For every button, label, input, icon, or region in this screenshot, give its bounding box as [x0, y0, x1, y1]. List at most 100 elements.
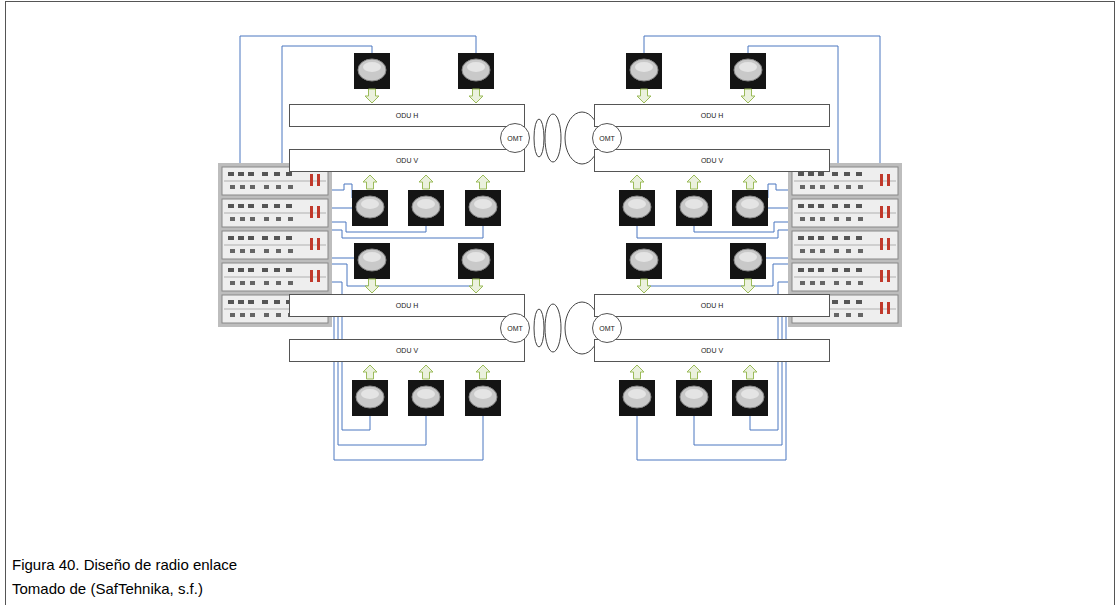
unit-port [858, 313, 863, 317]
unit-port [818, 268, 824, 272]
unit-port [286, 172, 292, 176]
device-icon [458, 243, 494, 279]
signal-arrow [630, 365, 644, 379]
unit-port [810, 281, 815, 285]
antenna-dish [545, 304, 561, 352]
signal-arrow [741, 279, 755, 293]
icon-frame [465, 380, 501, 416]
cable-wire [332, 226, 483, 238]
signal-arrow [419, 365, 433, 379]
unit-port [230, 185, 235, 189]
unit-led [310, 238, 313, 250]
icon-frame [408, 380, 444, 416]
device-icon [354, 53, 390, 89]
icon-highlight [628, 199, 646, 209]
icon-unit [736, 196, 764, 218]
device-icon [676, 380, 712, 416]
unit-port [286, 236, 292, 240]
cable-wire [768, 208, 788, 209]
unit-port [276, 249, 281, 253]
unit-port [286, 268, 292, 272]
device-icon [732, 190, 768, 226]
odu-label: ODU V [701, 157, 723, 164]
unit-port [820, 249, 825, 253]
unit-port [240, 217, 245, 221]
cable-wire [644, 36, 880, 163]
icon-unit [680, 386, 708, 408]
icon-highlight [635, 252, 653, 262]
unit-port [238, 236, 244, 240]
icon-highlight [474, 389, 492, 399]
unit-port [800, 217, 805, 221]
unit-port [250, 313, 255, 317]
device-icon [354, 243, 390, 279]
unit-led [310, 270, 313, 282]
unit-port [844, 172, 850, 176]
odu-box: ODU H [594, 104, 830, 127]
unit-front [222, 199, 328, 227]
unit-port [798, 236, 804, 240]
unit-port [810, 185, 815, 189]
icon-highlight [467, 252, 485, 262]
unit-port [832, 172, 838, 176]
unit-port [846, 185, 851, 189]
unit-front [792, 231, 898, 259]
icon-frame [619, 190, 655, 226]
icon-frame [730, 243, 766, 279]
icon-frame [676, 190, 712, 226]
unit-port [808, 268, 814, 272]
unit-port [834, 249, 839, 253]
device-icon [408, 190, 444, 226]
cable-wire [332, 298, 426, 445]
unit-port [262, 268, 268, 272]
unit-port [286, 204, 292, 208]
odu-box: ODU V [594, 149, 830, 172]
icon-highlight [467, 62, 485, 72]
figure-frame [6, 2, 1115, 605]
unit-port [264, 249, 269, 253]
signal-arrow [476, 175, 490, 189]
icon-unit [680, 196, 708, 218]
icon-highlight [417, 199, 435, 209]
unit-port [820, 185, 825, 189]
unit-port [264, 313, 269, 317]
signal-arrow [363, 365, 377, 379]
omt-label: OMT [507, 135, 523, 142]
icon-highlight [739, 252, 757, 262]
odu-label: ODU H [396, 302, 419, 309]
unit-port [264, 217, 269, 221]
unit-port [274, 300, 280, 304]
unit-led [887, 238, 890, 250]
icon-frame [732, 380, 768, 416]
cable-wire [332, 184, 352, 198]
odu-label: ODU V [701, 347, 723, 354]
rack-unit [222, 231, 328, 259]
unit-front [222, 231, 328, 259]
unit-port [810, 249, 815, 253]
signal-arrow [469, 89, 483, 103]
unit-port [844, 204, 850, 208]
unit-led [317, 238, 320, 250]
icon-frame [626, 53, 662, 89]
unit-port [228, 236, 234, 240]
cable-wire [768, 184, 788, 198]
unit-port [274, 268, 280, 272]
unit-port [238, 204, 244, 208]
figure-caption: Figura 40. Diseño de radio enlace [12, 556, 237, 573]
unit-front [792, 263, 898, 291]
icon-unit [630, 59, 658, 81]
device-icon [676, 190, 712, 226]
icon-highlight [628, 389, 646, 399]
unit-port [858, 185, 863, 189]
unit-port [798, 204, 804, 208]
unit-port [858, 281, 863, 285]
omt-circle: OMT [500, 313, 530, 343]
odu-box: ODU H [289, 104, 525, 127]
icon-frame [626, 243, 662, 279]
unit-led [887, 174, 890, 186]
unit-port [856, 268, 862, 272]
antenna-dish [534, 309, 544, 347]
icon-frame [458, 53, 494, 89]
icon-frame [354, 53, 390, 89]
unit-port [808, 172, 814, 176]
